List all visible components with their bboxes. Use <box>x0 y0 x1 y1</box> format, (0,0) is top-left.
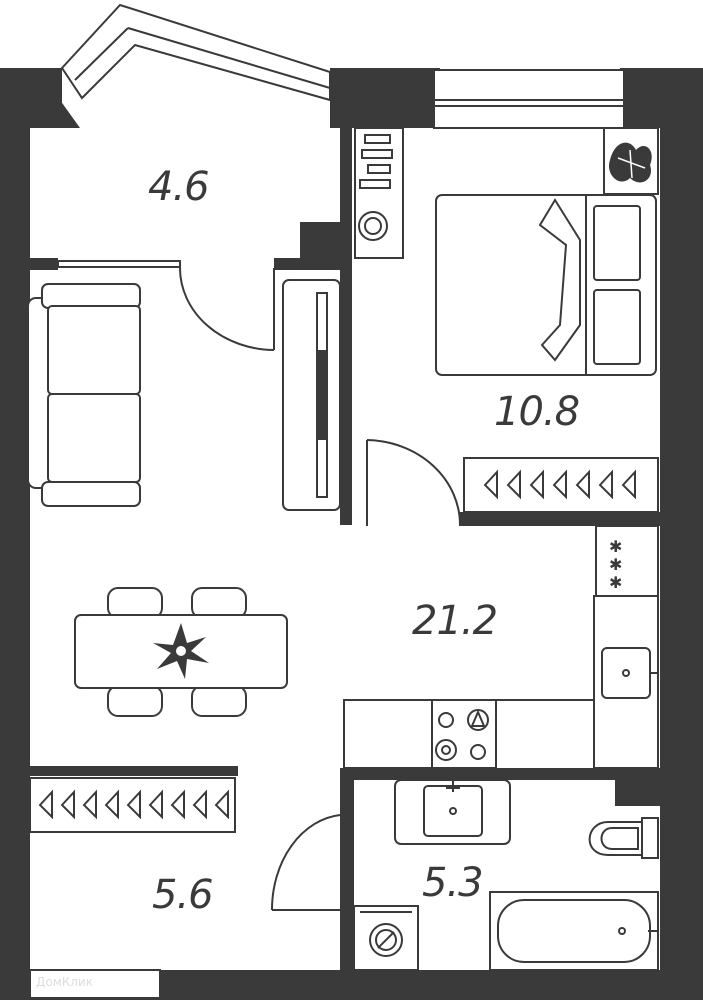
wall-bath-top <box>340 768 660 780</box>
sink-icon <box>601 647 651 699</box>
room-area-bedroom: 10.8 <box>494 389 579 435</box>
hall-wardrobe <box>29 777 236 833</box>
windows <box>57 3 625 268</box>
hall-furniture <box>29 777 236 999</box>
balcony-door <box>179 267 275 351</box>
dining-table <box>74 587 288 717</box>
bedroom-door <box>366 439 462 527</box>
wall-hall-bath <box>340 768 354 973</box>
sofa <box>27 283 141 507</box>
wall-bedroom-bottom <box>460 512 670 526</box>
room-area-hall: 5.6 <box>152 872 213 918</box>
wall-balcony-right <box>300 222 352 270</box>
wall-top-middle <box>330 68 440 128</box>
fridge <box>595 525 659 597</box>
bedroom-wardrobe <box>463 457 659 513</box>
kitchen-counter: ✱ ✱ ✱ <box>343 525 659 769</box>
bathtub-icon <box>489 891 659 971</box>
flower-icon <box>153 623 209 679</box>
room-area-living: 21.2 <box>412 598 497 644</box>
wall-bath-notch <box>615 768 665 806</box>
svg-text:✱: ✱ <box>609 555 622 574</box>
stove-icon <box>431 699 497 769</box>
toilet-icon <box>588 817 659 859</box>
wall-left <box>0 68 30 1000</box>
washer-icon <box>353 905 419 971</box>
wall-bath-bedroom-vertical <box>340 120 352 525</box>
svg-text:✱: ✱ <box>609 573 622 592</box>
bathroom-furniture <box>353 779 659 971</box>
wall-topleft-bevel <box>30 100 80 128</box>
room-area-bathroom: 5.3 <box>422 860 483 906</box>
bathroom-door <box>270 814 341 911</box>
svg-text:✱: ✱ <box>609 537 622 556</box>
pillow-top <box>593 205 641 281</box>
sink-icon <box>423 785 483 837</box>
wall-hall-top <box>30 766 238 776</box>
entrance-door <box>29 969 161 999</box>
hanger-icon <box>38 789 229 820</box>
hanger-icon <box>483 469 636 500</box>
tv-cabinet <box>282 279 341 511</box>
bedroom-furniture <box>354 127 659 513</box>
blanket-fold <box>538 198 581 362</box>
wall-right <box>660 68 703 1000</box>
balcony-door-frame <box>57 260 181 268</box>
watermark-text: ДомКлик <box>36 975 93 989</box>
living-furniture: ✱ ✱ ✱ <box>27 279 659 769</box>
pillow-bottom <box>593 289 641 365</box>
plant-icon <box>603 127 659 195</box>
double-bed <box>435 194 657 376</box>
wall-balcony-stub <box>274 258 304 270</box>
wall-balcony-left <box>30 258 58 270</box>
room-area-balcony: 4.6 <box>148 164 209 210</box>
doors <box>179 267 462 911</box>
